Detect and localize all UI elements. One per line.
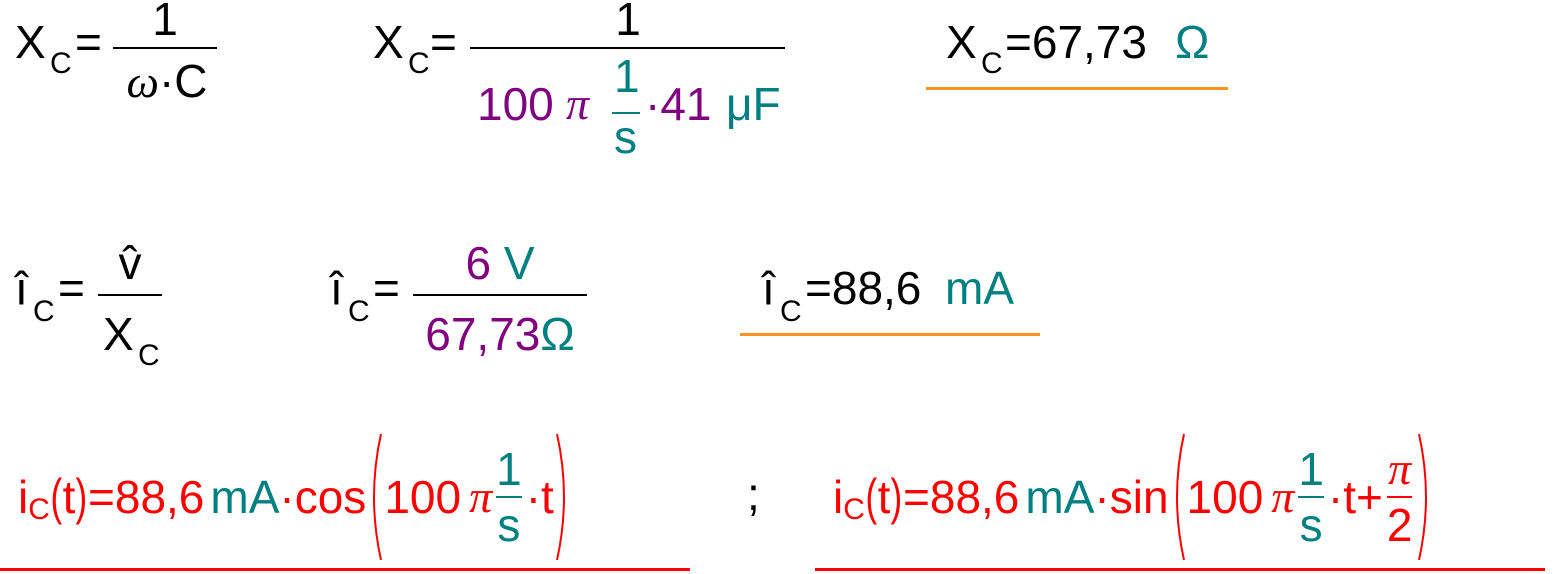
voltage-value: 6 [465, 237, 492, 289]
big-paren-open [373, 433, 383, 561]
denominator-x: X [103, 308, 134, 360]
unit-ma: mA [210, 471, 280, 523]
unit-frac-num: 1 [614, 50, 640, 102]
numerator: 6 V [465, 240, 534, 286]
paren-close: ) [75, 469, 88, 525]
fraction-bar [470, 47, 785, 49]
unit-frac-den: s [614, 111, 637, 163]
symbol-i-hat: î [15, 262, 28, 314]
separator: ; [747, 468, 760, 520]
unit-ohm: Ω [540, 308, 575, 360]
symbol-i: i [833, 471, 844, 523]
subscript: C [50, 47, 72, 80]
frac-num: 1 [1298, 443, 1324, 495]
result-underline [926, 87, 1228, 90]
subscript: C [780, 295, 802, 328]
value-100: 100 [1186, 471, 1264, 523]
equals: = [430, 16, 457, 68]
time-term: ·t+ [1327, 471, 1383, 523]
frac-den: s [1299, 499, 1323, 551]
denominator: 67,73Ω [425, 311, 575, 357]
pi: π [469, 471, 493, 522]
cos-function: ·cos [279, 471, 367, 523]
sin-function: ·sin [1094, 471, 1169, 523]
amplitude: =88,6 [88, 471, 205, 523]
result-underline [740, 333, 1040, 336]
time: t [877, 471, 891, 523]
denominator: ω·C [126, 58, 207, 105]
phase-num: π [1388, 443, 1412, 494]
value-100: 100 [384, 471, 462, 523]
big-paren-open [1175, 433, 1185, 561]
equals: = [373, 262, 400, 314]
numerator: 1 [615, 0, 641, 45]
dot: · [158, 55, 175, 107]
amplitude: =88,6 [903, 471, 1020, 523]
subscript: C [408, 47, 430, 80]
frac-bar [1298, 496, 1324, 498]
subscript: C [33, 295, 55, 328]
fraction-bar [413, 294, 587, 296]
frac-num: 1 [496, 443, 522, 495]
subscript: C [348, 295, 370, 328]
subscript: C [28, 493, 50, 526]
frac-bar [496, 496, 522, 498]
unit-ma: mA [1025, 471, 1095, 523]
pi: π [1271, 471, 1295, 522]
time: t [62, 471, 76, 523]
symbol-i-hat: î [762, 262, 775, 314]
omega: ω [126, 56, 159, 107]
subscript: C [843, 493, 865, 526]
paren-open: ( [865, 469, 878, 525]
result-value: =88,6 [805, 262, 922, 314]
frac-bar [1386, 496, 1413, 498]
unit-uf: μF [726, 78, 781, 130]
value-100: 100 [477, 78, 554, 130]
pi: π [566, 78, 590, 129]
symbol-x: X [373, 16, 404, 68]
unit-ma: mA [945, 262, 1014, 314]
big-paren-close [555, 433, 565, 561]
unit-frac-bar [612, 112, 640, 114]
symbol-i-hat: î [330, 262, 343, 314]
paren-open: ( [50, 469, 63, 525]
subscript: C [138, 339, 160, 372]
equals: = [75, 16, 102, 68]
frac-den: s [497, 499, 521, 551]
result-underline [0, 568, 690, 571]
numerator-v-hat: v̂ [118, 237, 142, 289]
result-value: =67,73 [1005, 16, 1147, 68]
result-underline [815, 568, 1545, 571]
capacitance: C [174, 55, 208, 107]
fraction-bar [98, 294, 162, 296]
paren-close: ) [890, 469, 903, 525]
value-41: ·41 [645, 78, 712, 130]
numerator: 1 [152, 0, 178, 45]
symbol-i: i [18, 471, 29, 523]
big-paren-close [1418, 433, 1428, 561]
fraction-bar [113, 47, 217, 49]
subscript: C [981, 47, 1003, 80]
unit-v: V [503, 237, 535, 289]
reactance-value: 67,73 [425, 308, 541, 360]
phase-den: 2 [1386, 499, 1413, 551]
symbol-x: X [15, 16, 46, 68]
unit-ohm: Ω [1175, 16, 1210, 68]
equals: = [58, 262, 85, 314]
time-term: ·t [525, 471, 554, 523]
symbol-x: X [946, 16, 977, 68]
